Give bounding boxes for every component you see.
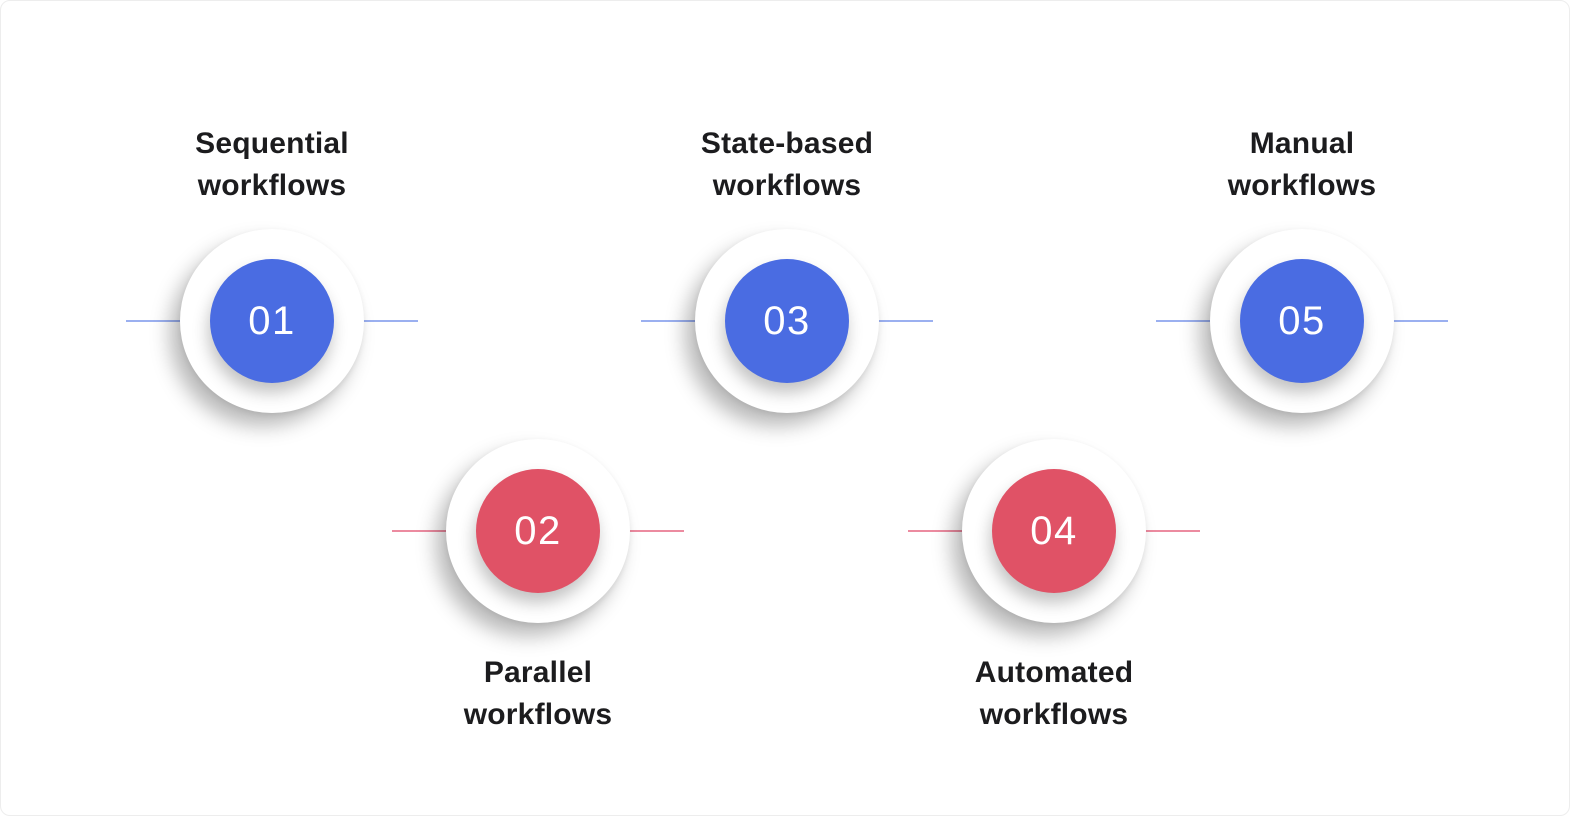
node-label-line2: workflows	[979, 698, 1129, 731]
connector-line-left	[908, 530, 964, 532]
node-label-line1: State-based	[700, 127, 874, 160]
connector-line-right	[1392, 320, 1448, 322]
node-ring: 02	[446, 439, 630, 623]
node-label-line2: workflows	[1227, 169, 1377, 202]
connector-line-left	[392, 530, 448, 532]
node-label-line1: Sequential	[195, 127, 349, 160]
connector-line-left	[641, 320, 697, 322]
node-label: Automated workflows	[904, 652, 1204, 736]
workflow-node-sequential: Sequential workflows 01	[122, 1, 422, 815]
node-number: 02	[514, 508, 562, 553]
workflow-node-state-based: State-based workflows 03	[637, 1, 937, 815]
node-label: Manual workflows	[1152, 123, 1452, 207]
node-number: 01	[248, 298, 296, 343]
node-label-line2: workflows	[463, 698, 613, 731]
node-circle: 04	[992, 469, 1116, 593]
node-label-line1: Parallel	[483, 656, 593, 689]
node-label-line2: workflows	[712, 169, 862, 202]
node-ring: 03	[695, 229, 879, 413]
node-ring: 01	[180, 229, 364, 413]
node-label: State-based workflows	[637, 123, 937, 207]
connector-line-right	[362, 320, 418, 322]
node-label: Sequential workflows	[122, 123, 422, 207]
node-circle: 03	[725, 259, 849, 383]
node-ring: 04	[962, 439, 1146, 623]
node-label-line1: Manual	[1249, 127, 1355, 160]
node-label: Parallel workflows	[388, 652, 688, 736]
node-number: 05	[1278, 298, 1326, 343]
connector-line-right	[877, 320, 933, 322]
node-number: 04	[1030, 508, 1078, 553]
workflow-node-manual: Manual workflows 05	[1152, 1, 1452, 815]
workflow-node-automated: Automated workflows 04	[904, 1, 1204, 815]
node-ring: 05	[1210, 229, 1394, 413]
node-label-line1: Automated	[974, 656, 1134, 689]
node-circle: 05	[1240, 259, 1364, 383]
connector-line-right	[628, 530, 684, 532]
connector-line-right	[1144, 530, 1200, 532]
node-circle: 01	[210, 259, 334, 383]
connector-line-left	[1156, 320, 1212, 322]
node-label-line2: workflows	[197, 169, 347, 202]
node-circle: 02	[476, 469, 600, 593]
connector-line-left	[126, 320, 182, 322]
node-number: 03	[763, 298, 811, 343]
workflow-node-parallel: Parallel workflows 02	[388, 1, 688, 815]
